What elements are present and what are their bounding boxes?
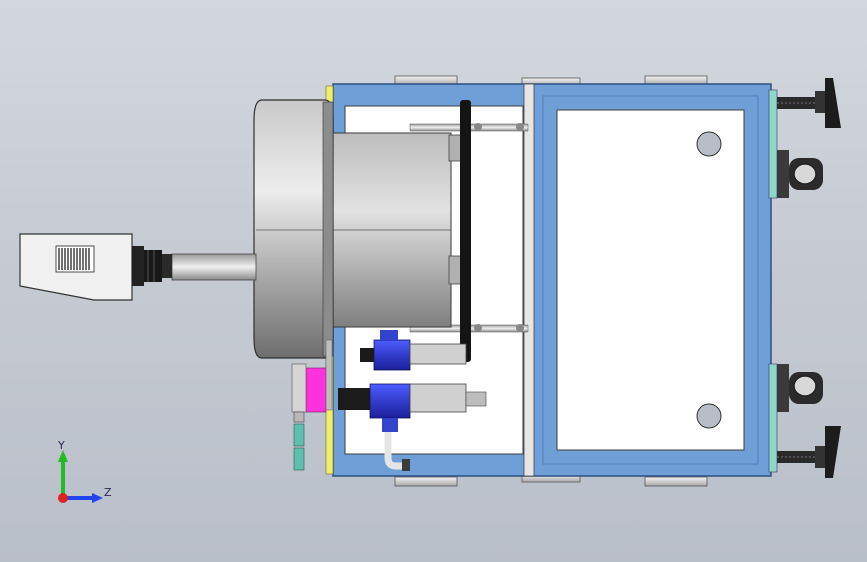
back-plate [325,339,333,411]
cylinder-housing[interactable] [330,100,471,362]
frame-right-panel-inner [556,109,745,451]
y-axis-label: Y [57,440,65,452]
drum-rim [322,101,334,357]
motor-vent-grille [55,245,95,273]
leveling-foot-top[interactable] [777,78,841,128]
bracket-bottom-right [768,363,778,473]
bracket-top-right [768,89,778,199]
hinge-bottom-right[interactable] [644,476,708,487]
drive-belt [460,100,471,362]
leveling-foot-bottom[interactable] [777,426,841,478]
casters[interactable] [777,150,823,412]
mount-plate [291,363,307,413]
panel-hole-top [696,131,722,157]
motor-unit[interactable] [19,233,172,301]
air-fitting [293,411,305,471]
y-axis-arrow-icon [58,450,68,462]
shaft[interactable] [171,253,257,281]
mount-bracket-magenta [305,367,327,413]
caster-bottom[interactable] [777,364,823,412]
orientation-triad[interactable]: Y Z [48,440,118,510]
z-axis-label: Z [104,486,112,499]
drum[interactable] [253,99,334,359]
valve-upper[interactable] [360,330,467,371]
z-axis-arrow-icon [92,493,103,503]
hinge-bottom-left[interactable] [394,476,458,487]
frame-divider-post [523,83,535,477]
panel-hole-bottom [696,403,722,429]
motor-coupling [132,246,172,286]
x-axis-dot-icon [58,493,68,503]
frame-right-panel-bevel [542,95,759,465]
drum-body[interactable] [253,99,334,359]
valve-lower[interactable] [338,383,487,471]
caster-top[interactable] [777,150,823,198]
pneumatic-valves[interactable] [291,330,487,471]
leveling-feet[interactable] [777,78,841,478]
